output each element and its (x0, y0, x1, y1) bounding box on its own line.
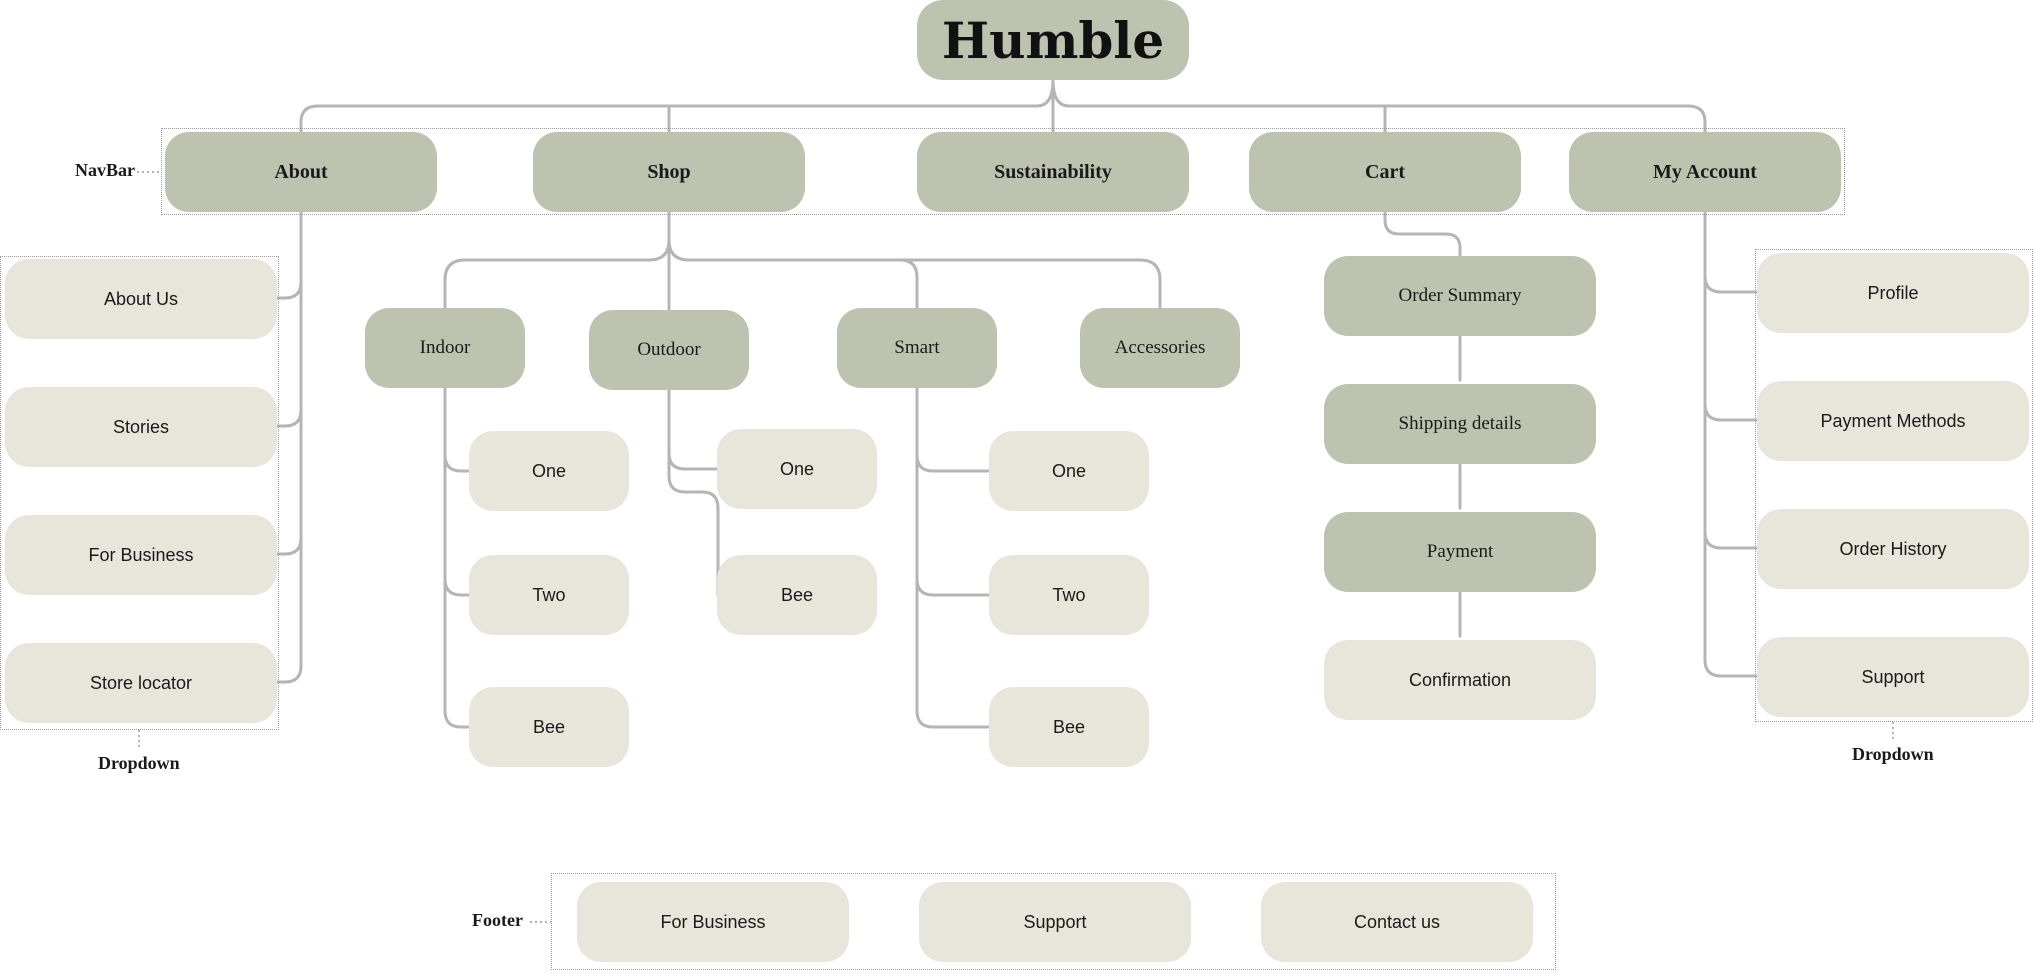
connector-smart-2 (915, 577, 991, 597)
about-item-for-business[interactable]: For Business (5, 515, 277, 595)
account-item-payment-methods[interactable]: Payment Methods (1757, 381, 2029, 461)
connector-account-stem (1703, 210, 1759, 678)
shop-category-indoor[interactable]: Indoor (365, 308, 525, 388)
connector-about-stem (275, 210, 303, 684)
about-item-store-locator[interactable]: Store locator (5, 643, 277, 723)
connector-shop-smart (898, 258, 919, 310)
cart-step-confirmation[interactable]: Confirmation (1324, 640, 1596, 720)
about-item-about-us[interactable]: About Us (5, 259, 277, 339)
smart-item-one[interactable]: One (989, 431, 1149, 511)
connector-outdoor-2 (667, 451, 720, 597)
footer-item-support[interactable]: Support (919, 882, 1191, 962)
connector-smart-stem (915, 386, 991, 729)
nav-item-my-account[interactable]: My Account (1569, 132, 1841, 212)
connector-account-2 (1703, 402, 1759, 422)
cart-step-shipping-details[interactable]: Shipping details (1324, 384, 1596, 464)
connector-about-2 (275, 408, 303, 428)
nav-item-shop[interactable]: Shop (533, 132, 805, 212)
footer-item-contact-us[interactable]: Contact us (1261, 882, 1533, 962)
connector-title-about (299, 78, 1055, 134)
nav-item-cart[interactable]: Cart (1249, 132, 1521, 212)
nav-item-sustainability[interactable]: Sustainability (917, 132, 1189, 212)
connector-cart-summary (1383, 210, 1462, 258)
footer-caption: Footer (472, 910, 523, 930)
connector-account-1 (1703, 274, 1759, 294)
indoor-item-two[interactable]: Two (469, 555, 629, 635)
connector-about-3 (275, 536, 303, 556)
smart-item-two[interactable]: Two (989, 555, 1149, 635)
indoor-item-one[interactable]: One (469, 431, 629, 511)
connector-about-1 (275, 280, 303, 300)
cart-step-payment[interactable]: Payment (1324, 512, 1596, 592)
smart-item-bee[interactable]: Bee (989, 687, 1149, 767)
about-item-stories[interactable]: Stories (5, 387, 277, 467)
connector-shop-right (667, 238, 1162, 310)
cart-step-order-summary[interactable]: Order Summary (1324, 256, 1596, 336)
outdoor-item-bee[interactable]: Bee (717, 555, 877, 635)
footer-item-for-business[interactable]: For Business (577, 882, 849, 962)
nav-item-about[interactable]: About (165, 132, 437, 212)
navbar-frame (161, 128, 1845, 215)
connector-outdoor-1 (667, 388, 719, 471)
shop-category-smart[interactable]: Smart (837, 308, 997, 388)
outdoor-item-one[interactable]: One (717, 429, 877, 509)
account-item-support[interactable]: Support (1757, 637, 2029, 717)
account-dropdown-caption: Dropdown (1852, 744, 1934, 764)
account-item-profile[interactable]: Profile (1757, 253, 2029, 333)
site-title: Humble (917, 0, 1189, 80)
connector-indoor-2 (443, 577, 471, 597)
connector-smart-1 (915, 453, 991, 473)
connector-title-myaccount (1051, 78, 1707, 134)
about-dropdown-caption: Dropdown (98, 753, 180, 773)
connector-indoor-1 (443, 453, 471, 473)
navbar-caption: NavBar (75, 160, 135, 180)
shop-category-accessories[interactable]: Accessories (1080, 308, 1240, 388)
connector-account-3 (1703, 530, 1759, 550)
footer-frame (551, 873, 1556, 970)
shop-category-outdoor[interactable]: Outdoor (589, 310, 749, 390)
about-dropdown-frame (0, 256, 279, 730)
connector-shop-left (443, 238, 671, 310)
indoor-item-bee[interactable]: Bee (469, 687, 629, 767)
connector-indoor-stem (443, 386, 471, 729)
account-item-order-history[interactable]: Order History (1757, 509, 2029, 589)
